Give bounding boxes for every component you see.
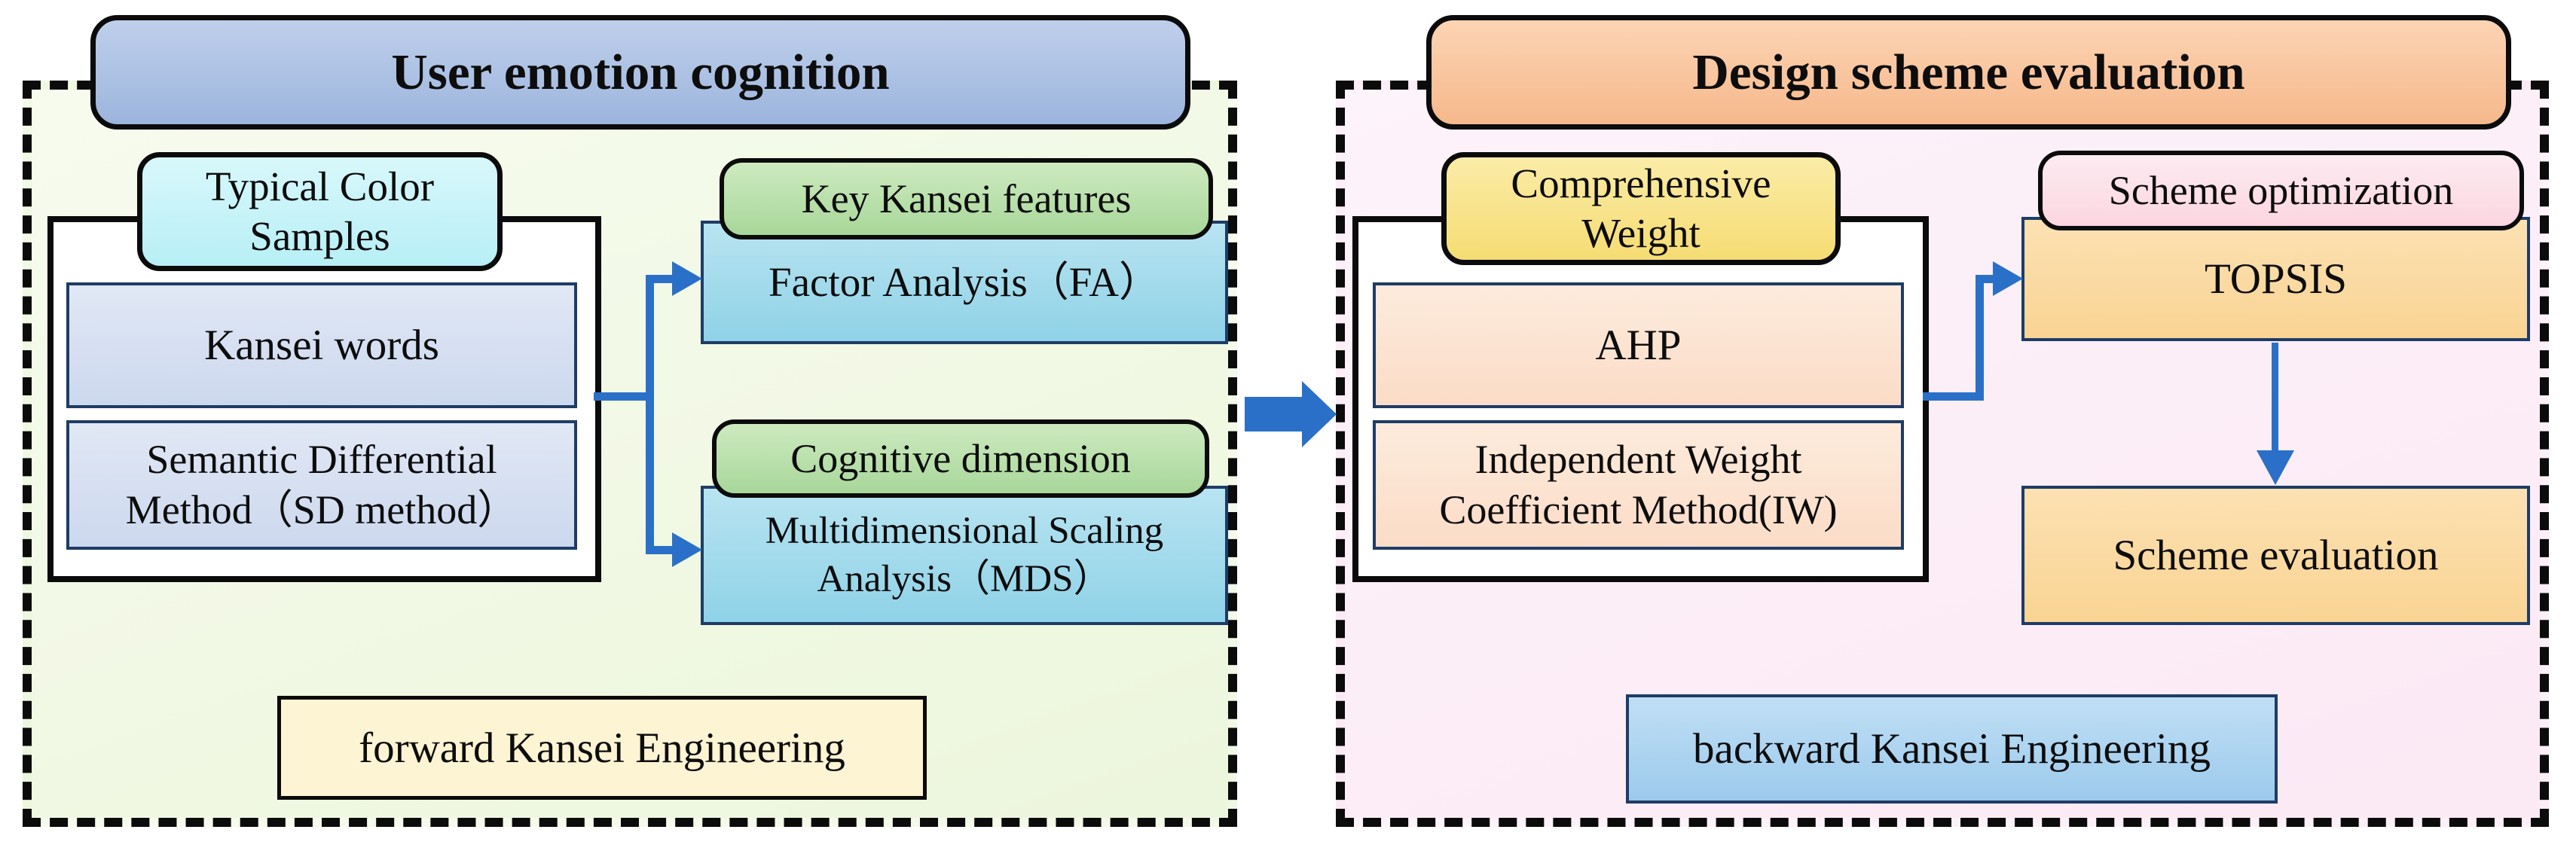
topsis-to-evaluation-line [2272,343,2278,454]
right-elbow-top-stub [1976,275,1999,283]
left-panel-title: User emotion cognition [90,15,1190,130]
right-elbow-vertical-line [1976,275,1984,401]
topsis-arrow-icon [1993,261,2023,296]
forward-kansei-engineering-box: forward Kansei Engineering [277,696,927,800]
left-branch-top-stub [646,275,678,283]
mds-box: Multidimensional Scaling Analysis（MDS） [701,486,1228,625]
cognitive-dimension-header: Cognitive dimension [712,419,1209,498]
right-panel-title: Design scheme evaluation [1426,15,2511,130]
iw-method-label: Independent Weight Coefficient Method(IW… [1439,436,1838,533]
kansei-words-label: Kansei words [204,321,439,369]
left-branch-vertical-line [646,275,654,554]
scheme-optimization-label: Scheme optimization [2108,167,2454,213]
right-junction-line [1923,392,1984,401]
factor-analysis-label: Factor Analysis（FA） [769,258,1160,305]
kansei-words-box: Kansei words [66,282,577,408]
mds-label: Multidimensional Scaling Analysis（MDS） [765,509,1164,600]
typical-color-samples-label: Typical Color Samples [205,163,435,259]
scheme-evaluation-arrow-icon [2257,450,2294,485]
cognitive-dimension-label: Cognitive dimension [790,435,1131,481]
backward-kansei-engineering-box: backward Kansei Engineering [1626,694,2278,804]
right-panel-title-label: Design scheme evaluation [1692,44,2245,100]
comprehensive-weight-label: Comprehensive Weight [1511,160,1771,256]
left-panel-title-label: User emotion cognition [391,44,890,100]
typical-color-samples-header: Typical Color Samples [137,152,503,271]
ahp-label: AHP [1595,321,1682,369]
sd-method-box: Semantic Differential Method（SD method） [66,420,577,550]
panel-transfer-arrow-icon [1302,381,1337,447]
key-kansei-features-header: Key Kansei features [720,158,1213,239]
factor-analysis-box: Factor Analysis（FA） [701,221,1228,344]
ahp-box: AHP [1373,282,1904,408]
mds-arrow-icon [672,532,702,567]
factor-analysis-arrow-icon [672,261,702,296]
scheme-evaluation-label: Scheme evaluation [2113,531,2439,579]
topsis-box: TOPSIS [2021,217,2530,341]
key-kansei-features-label: Key Kansei features [801,175,1132,221]
scheme-evaluation-box: Scheme evaluation [2021,486,2530,625]
scheme-optimization-header: Scheme optimization [2038,151,2524,230]
left-junction-line [594,392,654,401]
topsis-label: TOPSIS [2204,255,2348,303]
comprehensive-weight-header: Comprehensive Weight [1441,152,1841,265]
left-branch-bottom-stub [646,546,678,554]
backward-kansei-engineering-label: backward Kansei Engineering [1693,725,2211,773]
iw-method-box: Independent Weight Coefficient Method(IW… [1373,420,1904,550]
sd-method-label: Semantic Differential Method（SD method） [125,436,518,533]
forward-kansei-engineering-label: forward Kansei Engineering [359,724,845,772]
panel-transfer-arrow-body [1245,397,1303,432]
